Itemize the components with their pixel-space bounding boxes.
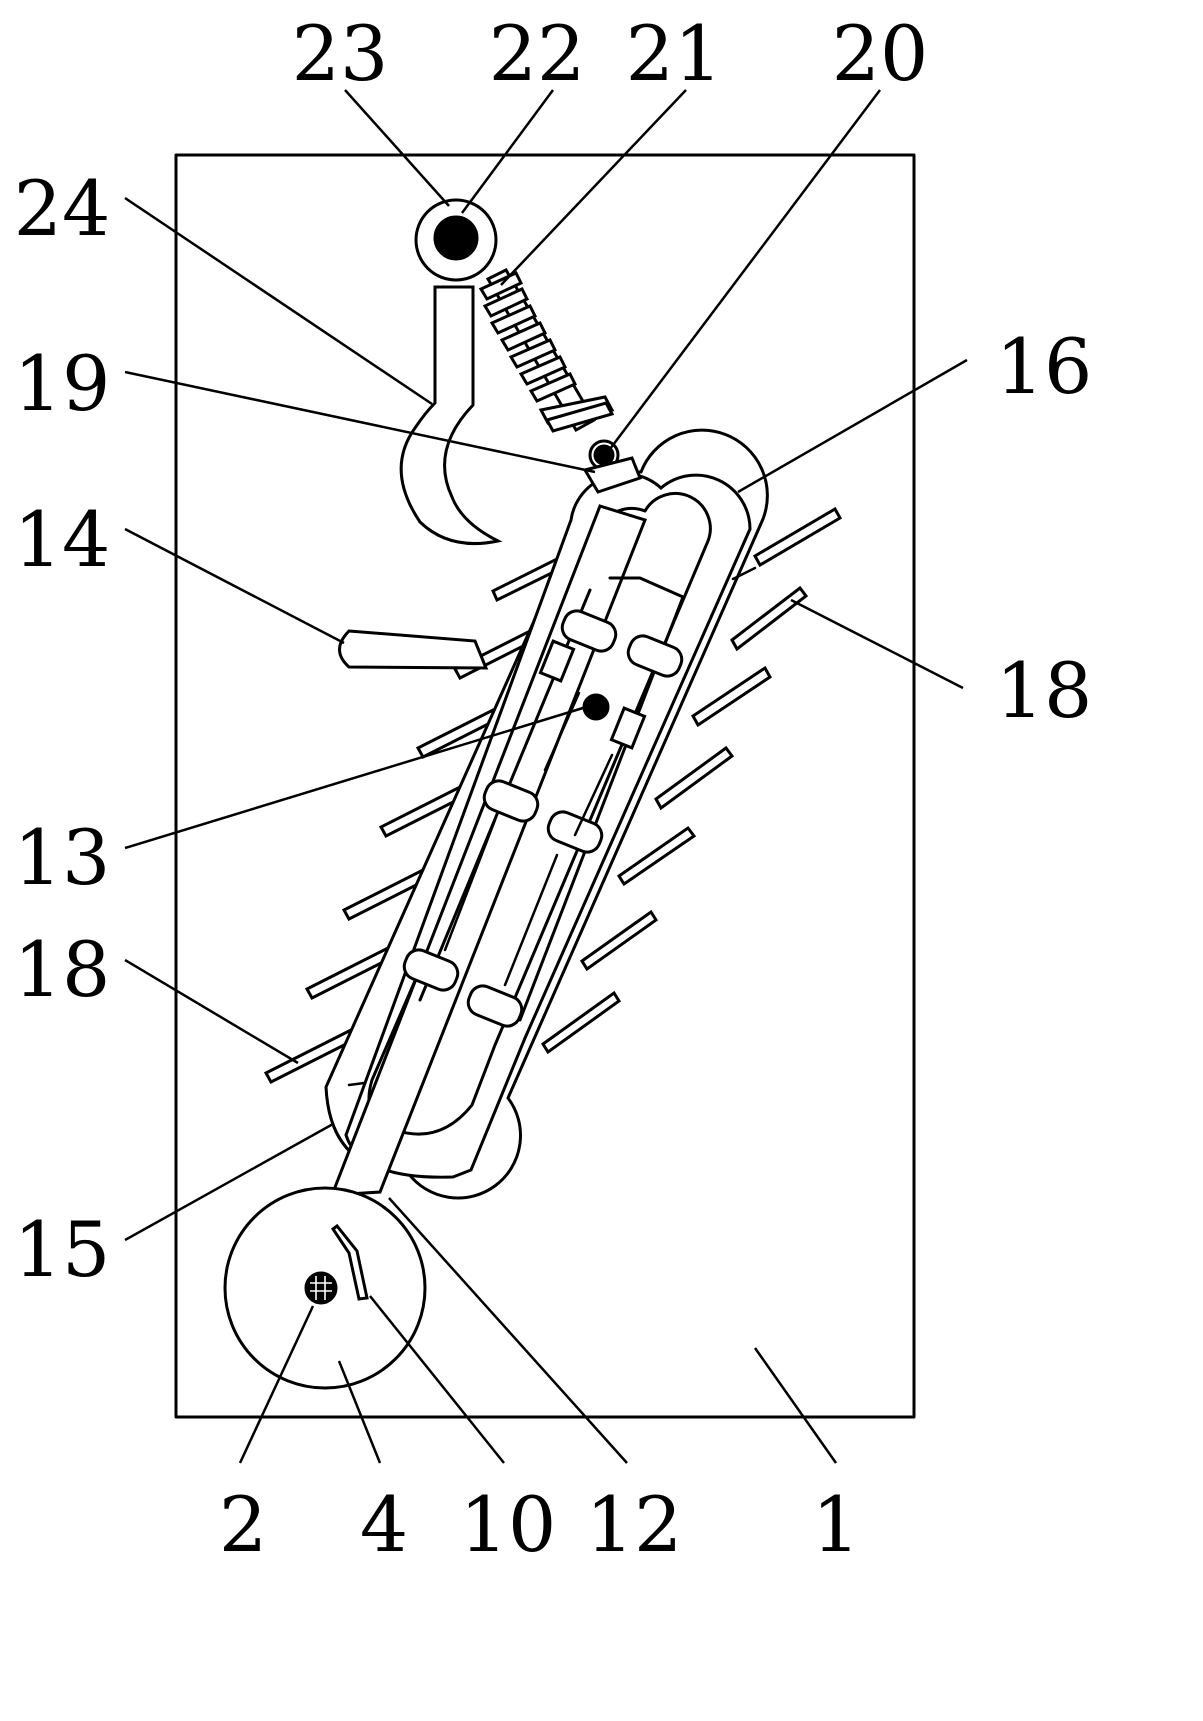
label-18-left: 18 <box>14 925 111 1014</box>
label-24: 24 <box>14 164 111 253</box>
leader-lines <box>124 89 968 1464</box>
label-4: 4 <box>360 1480 408 1569</box>
handle-grip <box>338 629 489 670</box>
clamp-block <box>582 456 642 494</box>
label-14: 14 <box>14 495 111 584</box>
label-19: 19 <box>14 339 111 428</box>
label-13: 13 <box>14 813 111 902</box>
label-16: 16 <box>996 322 1093 411</box>
housing-frame <box>174 153 916 1419</box>
pivot-pin <box>582 693 610 721</box>
label-18-right: 18 <box>996 646 1093 735</box>
label-15: 15 <box>14 1205 111 1294</box>
bristle-rods-left <box>263 546 587 1084</box>
label-10: 10 <box>460 1480 557 1569</box>
label-2: 2 <box>219 1480 267 1569</box>
label-1: 1 <box>812 1480 860 1569</box>
label-20: 20 <box>832 9 929 98</box>
label-21: 21 <box>626 9 723 98</box>
label-12: 12 <box>586 1480 683 1569</box>
spring-coil <box>478 271 615 433</box>
guide-slot <box>518 576 685 1022</box>
bristle-rods-right <box>540 506 843 1055</box>
arc-slot <box>330 1223 369 1301</box>
reference-numerals: 23 22 21 20 24 19 16 14 18 13 18 15 2 4 … <box>14 9 1093 1569</box>
label-22: 22 <box>489 9 586 98</box>
drive-shaft <box>304 1271 338 1305</box>
sliding-blocks <box>402 609 684 1028</box>
label-23: 23 <box>292 9 389 98</box>
bristle-rods <box>263 506 843 1084</box>
hook-pivot-pin <box>433 215 479 261</box>
hook-arm <box>399 285 503 545</box>
